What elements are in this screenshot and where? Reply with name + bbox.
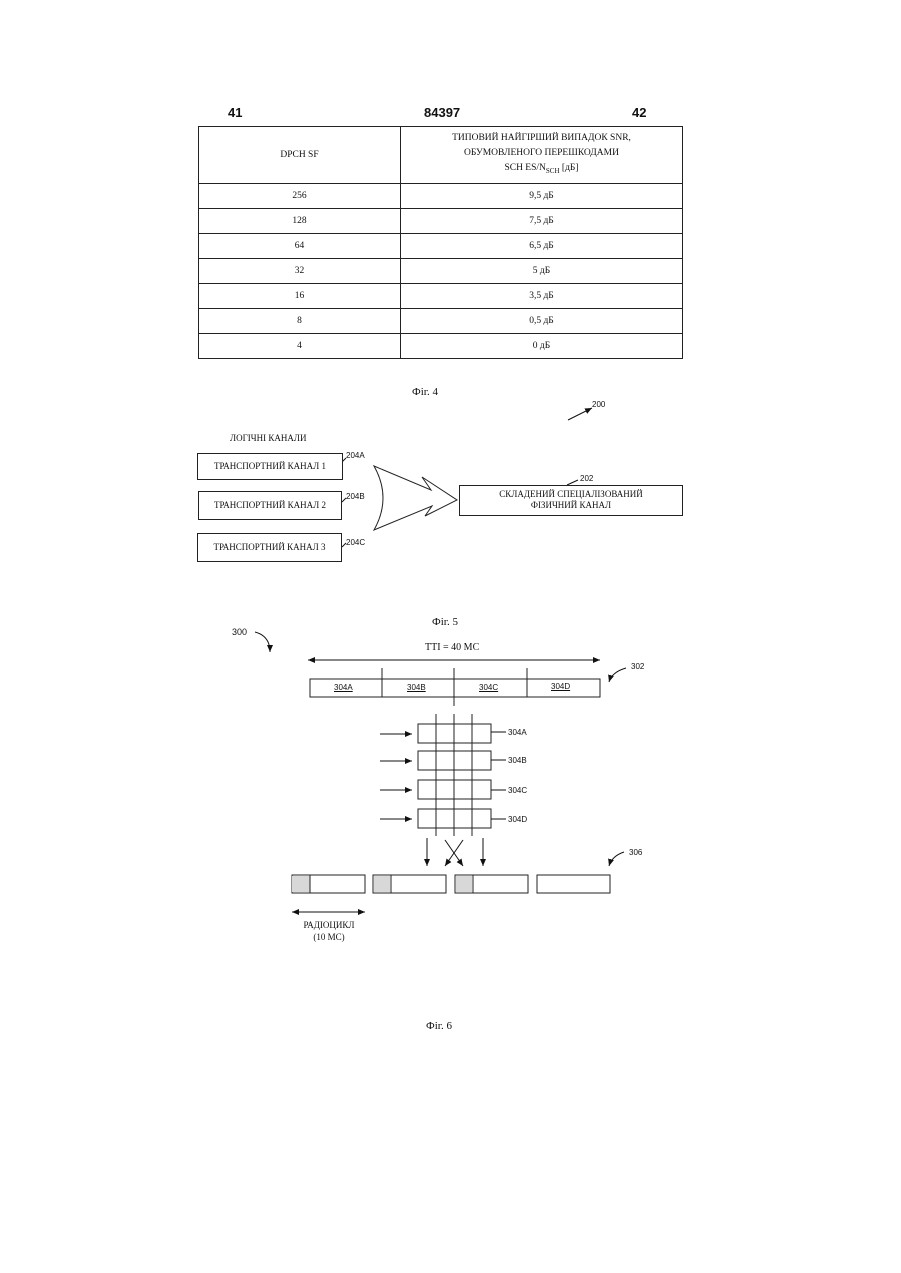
composite-physical-channel: СКЛАДЕНИЙ СПЕЦІАЛІЗОВАНИЙ ФІЗИЧНИЙ КАНАЛ <box>459 485 683 516</box>
row-ref-304d: 304D <box>508 815 527 824</box>
ref-arrow-302 <box>609 668 626 682</box>
transport-channel-label: ТРАНСПОРТНИЙ КАНАЛ 1 <box>214 461 326 471</box>
row-ref-304b: 304B <box>508 756 527 765</box>
ref-306: 306 <box>629 848 642 857</box>
transport-channel-label: ТРАНСПОРТНИЙ КАНАЛ 3 <box>213 542 325 552</box>
radio-frame-label: РАДІОЦИКЛ (10 MC) <box>303 919 355 943</box>
tti-label: TTI = 40 MC <box>425 642 479 653</box>
segment-304d: 304D <box>551 682 570 691</box>
fig5-caption: Фіг. 5 <box>432 616 458 628</box>
ref-arrow-306 <box>609 852 624 866</box>
segment-304a: 304A <box>334 683 353 692</box>
fig6-caption: Фіг. 6 <box>426 1020 452 1032</box>
big-merge-arrow <box>374 466 457 530</box>
transport-channel-2: ТРАНСПОРТНИЙ КАНАЛ 2 <box>198 491 342 520</box>
transport-channel-1: ТРАНСПОРТНИЙ КАНАЛ 1 <box>197 453 343 480</box>
ref-arrow-300 <box>255 632 270 652</box>
composite-label-line: СКЛАДЕНИЙ СПЕЦІАЛІЗОВАНИЙ <box>460 489 682 500</box>
radio-frame-shaded-slot <box>374 876 390 892</box>
ref-204a: 204A <box>346 451 365 460</box>
row-ref-304a: 304A <box>508 728 527 737</box>
ref-300: 300 <box>232 627 247 637</box>
radio-frame-shaded-slot <box>456 876 472 892</box>
ref-302: 302 <box>631 662 644 671</box>
row-ref-304c: 304C <box>508 786 527 795</box>
composite-label-line: ФІЗИЧНИЙ КАНАЛ <box>460 500 682 511</box>
transport-channel-label: ТРАНСПОРТНИЙ КАНАЛ 2 <box>214 500 326 510</box>
segment-304b: 304B <box>407 683 426 692</box>
radio-frame-shaded-slot <box>292 876 310 892</box>
radio-frame-label-line: РАДІОЦИКЛ <box>303 919 355 931</box>
segment-304c: 304C <box>479 683 498 692</box>
radio-frame <box>537 875 610 893</box>
transport-channel-3: ТРАНСПОРТНИЙ КАНАЛ 3 <box>197 533 342 562</box>
ref-202: 202 <box>580 474 593 483</box>
ref-arrow-200 <box>568 408 592 420</box>
ref-200: 200 <box>592 400 605 409</box>
radio-frame-label-line: (10 MC) <box>303 931 355 943</box>
ref-204c: 204C <box>346 538 365 547</box>
logical-channels-label: ЛОГІЧНІ КАНАЛИ <box>230 433 307 443</box>
ref-204b: 204B <box>346 492 365 501</box>
